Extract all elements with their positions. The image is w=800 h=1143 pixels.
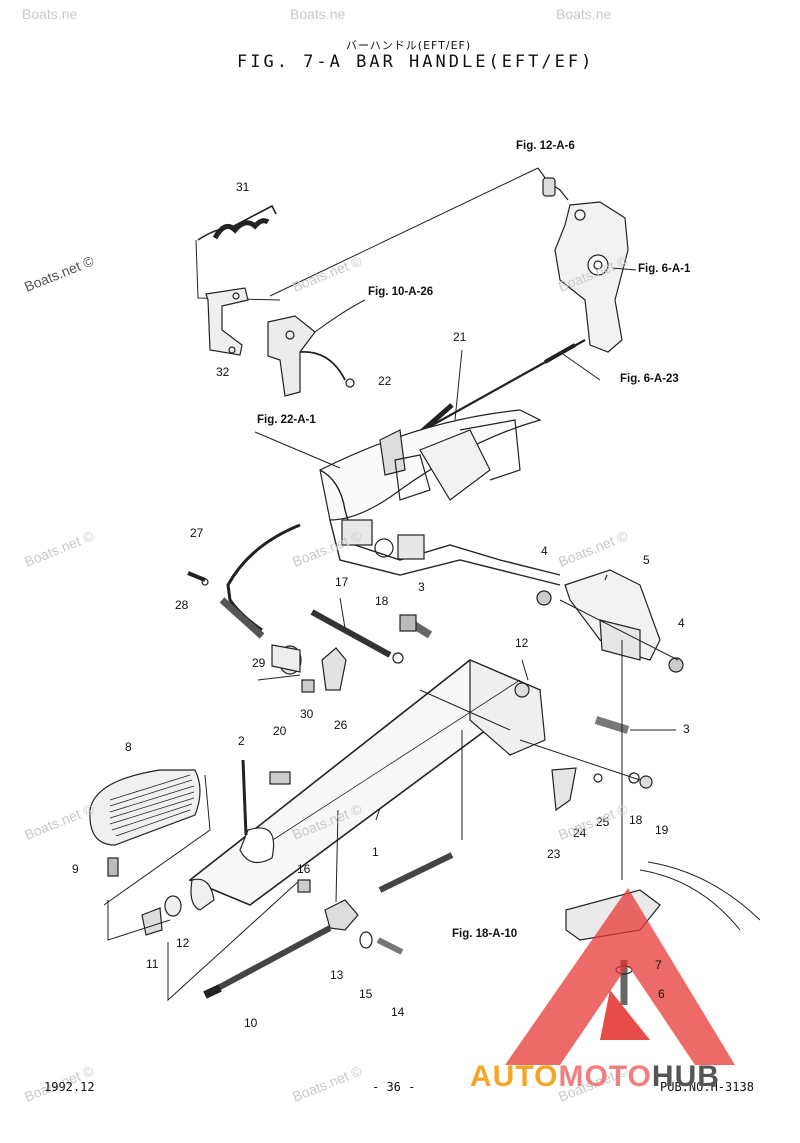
part-number-15: 15: [359, 987, 373, 1001]
part-number-20: 20: [273, 724, 287, 738]
part-number-24: 24: [573, 826, 587, 840]
fig-ref-6-a-23[interactable]: Fig. 6-A-23: [620, 373, 679, 385]
part-number-14: 14: [391, 1005, 405, 1019]
part-number-5: 5: [643, 553, 650, 567]
part-number-18-top: 18: [375, 594, 389, 608]
fig-ref-6-a-1[interactable]: Fig. 6-A-1: [638, 263, 691, 275]
brand-auto: AUTO: [470, 1060, 559, 1093]
part-number-12-bottom: 12: [176, 936, 190, 950]
part-number-2: 2: [238, 734, 245, 748]
part-number-30: 30: [300, 707, 314, 721]
brand-logo: AUTOMOTOHUB: [470, 1060, 720, 1094]
part-number-11: 11: [146, 957, 159, 971]
part-number-25: 25: [596, 815, 610, 829]
part-number-18-right: 18: [629, 813, 643, 827]
brand-triangle-icon: [505, 888, 735, 1065]
footer-page-number: - 36 -: [372, 1080, 416, 1094]
part-number-4-right: 4: [678, 616, 685, 630]
brand-hub: HUB: [651, 1060, 720, 1093]
part-number-22: 22: [378, 374, 392, 388]
brand-moto: MOTO: [558, 1060, 652, 1093]
part-number-31: 31: [236, 180, 250, 194]
part-number-16: 16: [297, 862, 311, 876]
fig-ref-22-a-1[interactable]: Fig. 22-A-1: [257, 414, 316, 426]
part-number-9: 9: [72, 862, 79, 876]
part-number-10: 10: [244, 1016, 258, 1030]
part-number-23: 23: [547, 847, 561, 861]
fig-ref-10-a-26[interactable]: Fig. 10-A-26: [368, 286, 434, 298]
watermark-boats-net: Boats.ne: [290, 6, 346, 22]
watermark-boats-net: Boats.ne: [22, 6, 78, 22]
part-number-21: 21: [453, 330, 467, 344]
part-number-8: 8: [125, 740, 132, 754]
fig-ref-12-a-6[interactable]: Fig. 12-A-6: [516, 140, 575, 152]
footer-date: 1992.12: [44, 1080, 95, 1094]
part-number-1: 1: [372, 845, 379, 859]
part-number-27: 27: [190, 526, 204, 540]
part-number-32: 32: [216, 365, 230, 379]
footer-pub-number: PUB.NO.H-3138: [660, 1080, 754, 1094]
fig-ref-18-a-10[interactable]: Fig. 18-A-10: [452, 928, 518, 940]
part-number-17: 17: [335, 575, 349, 589]
part-number-12-top: 12: [515, 636, 529, 650]
part-number-19: 19: [655, 823, 669, 837]
title-japanese: バーハンドル(EFT/EF): [346, 39, 472, 52]
part-number-6: 6: [658, 987, 665, 1001]
part-number-3-right: 3: [683, 722, 690, 736]
part-number-26: 26: [334, 718, 348, 732]
watermark-boats-net: Boats.ne: [556, 6, 612, 22]
part-number-28: 28: [175, 598, 189, 612]
part-number-7: 7: [655, 958, 662, 972]
part-number-13: 13: [330, 968, 344, 982]
part-number-4-left: 4: [541, 544, 548, 558]
part-number-3-top: 3: [418, 580, 425, 594]
part-number-29: 29: [252, 656, 266, 670]
figure-title: FIG. 7-A BAR HANDLE(EFT/EF): [237, 52, 595, 72]
